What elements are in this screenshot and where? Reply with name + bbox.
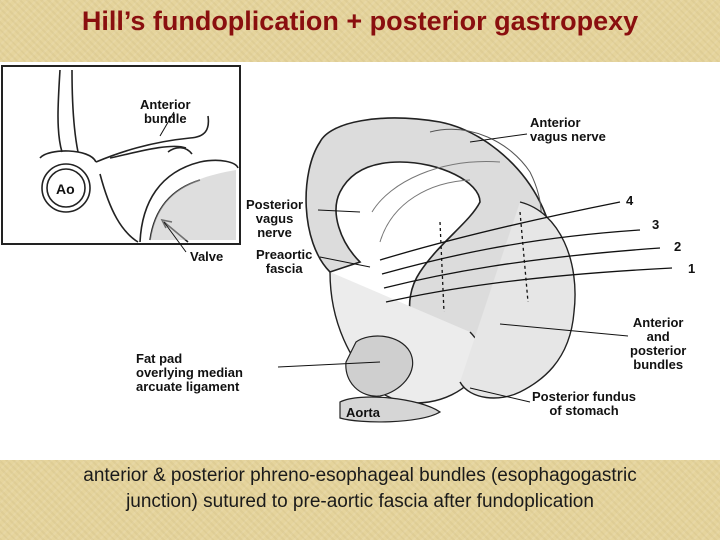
- label-suture-3: 3: [652, 217, 660, 232]
- label-anterior-bundle: Anterior bundle: [140, 97, 191, 126]
- label-fat-pad: Fat pad overlying median arcuate ligamen…: [136, 351, 243, 394]
- label-posterior-fundus: Posterior fundus of stomach: [532, 389, 637, 418]
- label-preaortic-fascia: Preaortic fascia: [256, 247, 313, 276]
- caption-line-2: junction) sutured to pre-aortic fascia a…: [126, 491, 594, 512]
- inset-shading: [150, 170, 236, 240]
- label-anterior-posterior-bundles: Anterior and posterior bundles: [630, 315, 687, 372]
- stomach-drawing: [305, 117, 576, 423]
- leader-lines: [159, 111, 629, 403]
- surgical-illustration: Anterior bundle Ao Valve Anterior vagus …: [0, 62, 720, 460]
- illustration-drawing: [1, 65, 673, 423]
- label-valve: Valve: [190, 249, 224, 264]
- label-anterior-vagus-nerve: Anterior vagus nerve: [530, 115, 606, 144]
- label-suture-2: 2: [674, 239, 682, 254]
- slide-title: Hill’s fundoplication + posterior gastro…: [81, 6, 639, 36]
- label-suture-1: 1: [688, 261, 696, 276]
- label-posterior-vagus-nerve: Posterior vagus nerve: [246, 197, 304, 240]
- caption-line-1: anterior & posterior phreno-esophageal b…: [83, 465, 637, 486]
- suture-lines: [379, 201, 673, 313]
- label-suture-4: 4: [626, 193, 634, 208]
- label-aorta: Aorta: [346, 405, 380, 420]
- label-ao: Ao: [56, 181, 75, 197]
- caption: anterior & posterior phreno-esophageal b…: [0, 463, 720, 540]
